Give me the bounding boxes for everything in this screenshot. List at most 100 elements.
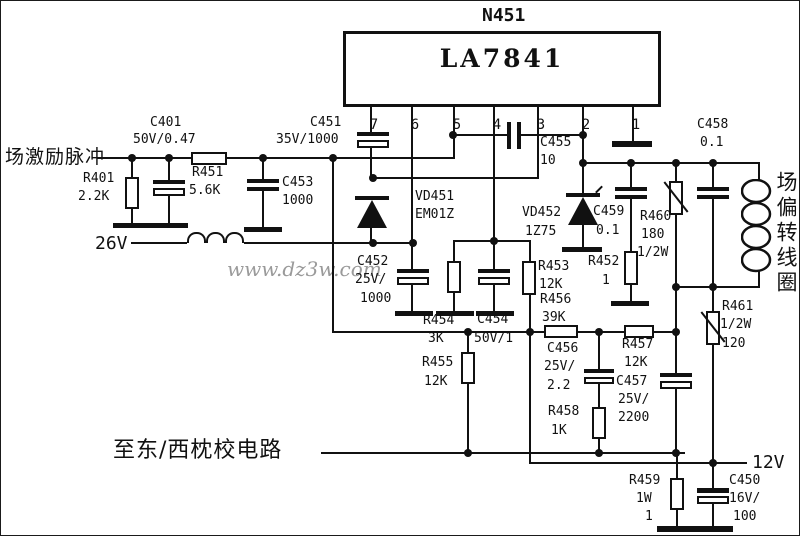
junction-dot	[709, 459, 717, 467]
ground-symbol	[150, 223, 188, 228]
zener-vd452	[568, 197, 598, 225]
capacitor-c450	[697, 488, 729, 493]
label-r455-ref: R455	[422, 355, 454, 370]
wire	[131, 158, 133, 177]
wire	[676, 453, 678, 478]
ground-symbol	[395, 311, 433, 316]
label-r460-value: 180	[641, 227, 665, 242]
label-vd451-ref: VD451	[415, 189, 455, 204]
label-c453-value: 1000	[282, 193, 314, 208]
junction-dot	[709, 159, 717, 167]
wire	[529, 240, 531, 261]
pin-4-label: 4	[492, 117, 502, 133]
wire	[262, 158, 264, 179]
resistor-r460	[663, 181, 689, 215]
label-vd451-value: EM01Z	[415, 207, 455, 222]
pin-6-label: 6	[410, 117, 420, 133]
fusible-slash	[663, 181, 689, 213]
capacitor-c457	[660, 373, 692, 377]
label-r452-ref: R452	[588, 254, 620, 269]
label-c455-ref: C455	[540, 135, 572, 150]
junction-dot	[165, 154, 173, 162]
label-c455-value: 10	[540, 153, 556, 168]
watermark: www.dz3w.com	[227, 257, 382, 281]
label-c456-value: 25V/	[544, 359, 576, 374]
label-c459-value: 0.1	[596, 223, 620, 238]
capacitor-c452-plate	[397, 277, 429, 285]
wire	[467, 384, 469, 454]
wire	[453, 106, 455, 137]
label-r460-ref: R460	[640, 209, 672, 224]
label-c450-value: 16V/	[729, 491, 761, 506]
capacitor-c451-plate	[357, 140, 389, 148]
junction-dot	[369, 239, 377, 247]
ground-symbol	[612, 141, 652, 147]
label-vd452-ref: VD452	[522, 205, 562, 220]
label-r453-value: 12K	[539, 277, 563, 292]
capacitor-c455-plate	[517, 122, 521, 149]
wire	[758, 271, 760, 288]
label-r457-ref: R457	[622, 337, 654, 352]
wire	[321, 452, 685, 454]
wire	[131, 242, 187, 244]
junction-dot	[709, 283, 717, 291]
junction-dot	[409, 239, 417, 247]
ground-symbol	[693, 526, 733, 532]
label-c450-value2: 100	[733, 509, 757, 524]
wire	[529, 295, 531, 464]
label-r461-power: 1/2W	[720, 317, 752, 332]
wire	[411, 285, 413, 311]
wire	[453, 293, 455, 311]
input-net-label: 场激励脉冲	[5, 146, 106, 168]
wire	[582, 106, 584, 193]
label-r401-value: 2.2K	[78, 189, 110, 204]
label-c452-value: 25V/	[355, 272, 387, 287]
junction-dot	[329, 154, 337, 162]
wire	[598, 332, 600, 369]
capacitor-c458-plate	[697, 195, 729, 199]
label-c451-ref: C451	[310, 115, 342, 130]
ground-symbol	[657, 526, 697, 532]
wire	[493, 285, 495, 311]
wire	[675, 286, 760, 288]
wire	[712, 345, 714, 463]
label-c459-ref: C459	[593, 204, 625, 219]
capacitor-c453-plate	[247, 187, 279, 191]
wire	[712, 504, 714, 526]
junction-dot	[627, 159, 635, 167]
label-r453-ref: R453	[538, 259, 570, 274]
junction-dot	[259, 154, 267, 162]
wire	[675, 163, 677, 181]
wire	[529, 462, 747, 464]
label-r401-ref: R401	[83, 171, 115, 186]
label-r459-value: 1	[645, 509, 653, 524]
label-c452-value2: 1000	[360, 291, 392, 306]
label-c451-value: 35V/1000	[276, 132, 339, 147]
wire	[712, 287, 714, 311]
junction-dot	[579, 131, 587, 139]
label-c450-ref: C450	[729, 473, 761, 488]
wire	[371, 177, 539, 179]
wire	[630, 285, 632, 301]
wire	[332, 157, 334, 333]
ground-symbol	[113, 223, 151, 228]
wire	[168, 196, 170, 223]
junction-dot	[579, 159, 587, 167]
junction-dot	[672, 449, 680, 457]
label-r459-power: 1W	[636, 491, 652, 506]
wire	[537, 106, 539, 178]
junction-dot	[526, 328, 534, 336]
capacitor-c459	[615, 187, 647, 191]
wire	[244, 242, 413, 244]
label-r457-value: 12K	[624, 355, 648, 370]
label-r452-value: 1	[602, 273, 610, 288]
wire	[262, 191, 264, 227]
resistor-r459	[670, 478, 684, 510]
ground-symbol	[562, 247, 602, 252]
wire	[675, 389, 677, 453]
resistor-r455	[461, 352, 475, 384]
capacitor-c401-plate	[153, 188, 185, 196]
resistor-r456	[544, 325, 578, 338]
junction-dot	[672, 159, 680, 167]
inductor	[225, 232, 244, 243]
